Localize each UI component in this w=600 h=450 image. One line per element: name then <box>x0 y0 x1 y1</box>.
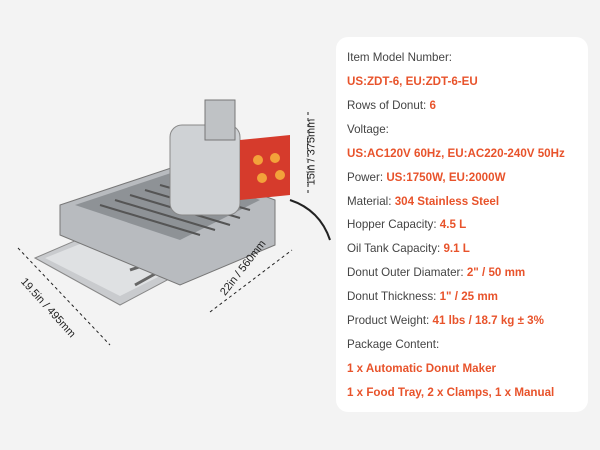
spec-label: Donut Outer Diamater: <box>347 266 467 279</box>
spec-row: Item Model Number: <box>347 51 452 65</box>
power-cord <box>289 199 331 241</box>
spec-row: Product Weight: 41 lbs / 18.7 kg ± 3% <box>347 314 544 328</box>
spec-panel: Item Model Number: US:ZDT-6, EU:ZDT-6-EU… <box>336 37 588 412</box>
spec-label: Voltage: <box>347 123 389 136</box>
spec-row: Voltage: <box>347 123 389 137</box>
spec-row: 1 x Food Tray, 2 x Clamps, 1 x Manual <box>347 386 554 400</box>
spec-row: Package Content: <box>347 338 439 352</box>
spec-row: Donut Outer Diamater: 2" / 50 mm <box>347 266 525 280</box>
spec-row: Material: 304 Stainless Steel <box>347 195 499 209</box>
spec-value: 2" / 50 mm <box>466 266 526 279</box>
control-panel <box>240 135 290 200</box>
spec-value: US:1750W, EU:2000W <box>386 171 506 184</box>
spec-label: Power: <box>347 171 387 184</box>
spec-row: Rows of Donut: 6 <box>347 99 436 113</box>
spec-row: Hopper Capacity: 4.5 L <box>347 218 466 232</box>
spec-label: Oil Tank Capacity: <box>347 242 444 255</box>
spec-value: 304 Stainless Steel <box>394 195 500 208</box>
spec-row: Oil Tank Capacity: 9.1 L <box>347 242 470 256</box>
spec-row: Donut Thickness: 1" / 25 mm <box>347 290 498 304</box>
donut-maker-image <box>17 99 331 346</box>
spec-label: Rows of Donut: <box>347 99 430 112</box>
spec-row: Power: US:1750W, EU:2000W <box>347 171 506 185</box>
spec-row: 1 x Automatic Donut Maker <box>347 362 496 376</box>
spec-value: 41 lbs / 18.7 kg ± 3% <box>432 314 544 327</box>
spec-label: Product Weight: <box>347 314 433 327</box>
spec-value: 1 x Automatic Donut Maker <box>347 362 497 375</box>
spec-label: Item Model Number: <box>347 51 453 64</box>
spec-label: Donut Thickness: <box>347 290 440 303</box>
spec-value: 1 x Food Tray, 2 x Clamps, 1 x Manual <box>347 386 555 399</box>
spec-value: US:AC120V 60Hz, EU:AC220-240V 50Hz <box>347 147 565 160</box>
height-dimension: 15in / 375mm <box>305 118 318 186</box>
spec-label: Hopper Capacity: <box>347 218 440 231</box>
spec-value: 4.5 L <box>439 218 467 231</box>
spec-value: 1" / 25 mm <box>439 290 498 303</box>
spec-label: Material: <box>347 195 395 208</box>
spec-value: 9.1 L <box>443 242 470 255</box>
spec-value: US:ZDT-6, EU:ZDT-6-EU <box>347 75 478 88</box>
spec-label: Package Content: <box>347 338 440 351</box>
spec-row: US:ZDT-6, EU:ZDT-6-EU <box>347 75 478 89</box>
spec-row: US:AC120V 60Hz, EU:AC220-240V 50Hz <box>347 147 565 161</box>
spec-value: 6 <box>429 99 436 112</box>
